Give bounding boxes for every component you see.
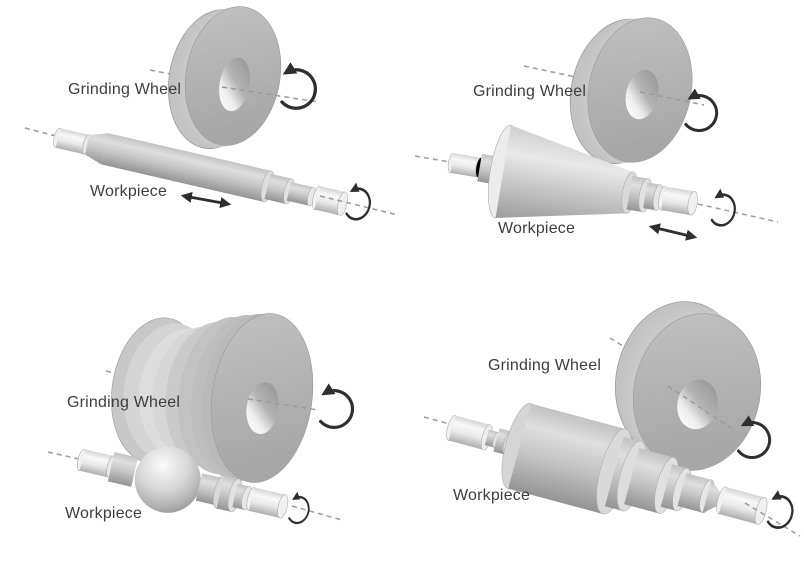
workpiece-rotation-arrow-icon xyxy=(767,495,795,531)
cone-body xyxy=(495,125,633,218)
shaft-end-cap xyxy=(337,191,348,216)
shaft-collar xyxy=(107,452,138,487)
sphere-body xyxy=(134,446,201,513)
grinding-wheel-illustration xyxy=(167,6,282,149)
grinding-wheel-label: Grinding Wheel xyxy=(473,83,586,100)
center-stub xyxy=(718,486,765,525)
wheel-axis-line xyxy=(221,86,319,103)
traverse-arrow-icon xyxy=(180,191,232,209)
wheel-axis-line xyxy=(609,337,635,354)
shaft-taper xyxy=(702,479,721,513)
center-stub xyxy=(450,153,482,178)
center-stub xyxy=(661,186,695,216)
shaft-body xyxy=(101,133,272,202)
workpiece-label: Workpiece xyxy=(498,220,575,237)
wheel-bore xyxy=(219,57,251,112)
grinding-wheel-label: Grinding Wheel xyxy=(488,357,601,374)
center-stub xyxy=(55,128,90,155)
panel-bottom-right: Grinding Wheel Workpiece xyxy=(423,301,801,537)
wheel-axis-line xyxy=(667,385,735,431)
workpiece-axis-line xyxy=(744,502,801,537)
panel-bottom-left: Grinding Wheel Workpiece xyxy=(47,313,355,540)
wheel-rotation-arrow-icon xyxy=(320,389,355,430)
workpiece-axis-line xyxy=(697,203,779,223)
panel-top-left: Grinding Wheel Workpiece xyxy=(24,6,399,222)
grinding-wheel-illustration xyxy=(614,301,762,471)
wheel-bore xyxy=(625,69,659,120)
grinding-wheel-label: Grinding Wheel xyxy=(67,394,180,411)
wheel-axis-line xyxy=(247,398,319,411)
workpiece-axis-line xyxy=(24,127,57,137)
workpiece-illustration xyxy=(447,124,698,219)
workpiece-label: Workpiece xyxy=(65,505,142,522)
center-stub xyxy=(79,449,114,478)
workpiece-illustration xyxy=(446,403,768,525)
shaft-end-cap xyxy=(687,191,698,216)
wheel-bore xyxy=(677,379,718,430)
workpiece-label: Workpiece xyxy=(453,487,530,504)
shaft-body xyxy=(508,403,626,514)
workpiece-rotation-arrow-icon xyxy=(346,187,373,222)
workpiece-rotation-arrow-icon xyxy=(288,496,311,526)
wheel-axis-line xyxy=(639,91,705,106)
wheel-rotation-arrow-icon xyxy=(281,68,318,111)
workpiece-axis-line xyxy=(319,195,399,216)
workpiece-label: Workpiece xyxy=(90,183,167,200)
panel-top-right: Grinding Wheel Workpiece xyxy=(414,17,779,241)
wheel-bore xyxy=(246,382,279,435)
workpiece-axis-line xyxy=(414,155,451,163)
workpiece-axis-line xyxy=(291,505,343,521)
wheel-axis-line xyxy=(523,65,586,80)
center-stub xyxy=(248,487,286,519)
workpiece-axis-line xyxy=(423,416,451,425)
grinding-wheel-illustration xyxy=(569,17,693,164)
grinding-wheel-label: Grinding Wheel xyxy=(68,81,181,98)
shaft-step xyxy=(286,182,314,206)
center-stub xyxy=(448,415,491,450)
grinding-wheel-illustration xyxy=(111,313,314,483)
workpiece-axis-line xyxy=(47,451,80,460)
workpiece-illustration xyxy=(77,446,289,519)
shaft-end-cap xyxy=(277,494,289,519)
workpiece-illustration xyxy=(53,127,348,216)
traverse-arrow-icon xyxy=(648,223,698,241)
shaft-taper xyxy=(84,133,109,165)
